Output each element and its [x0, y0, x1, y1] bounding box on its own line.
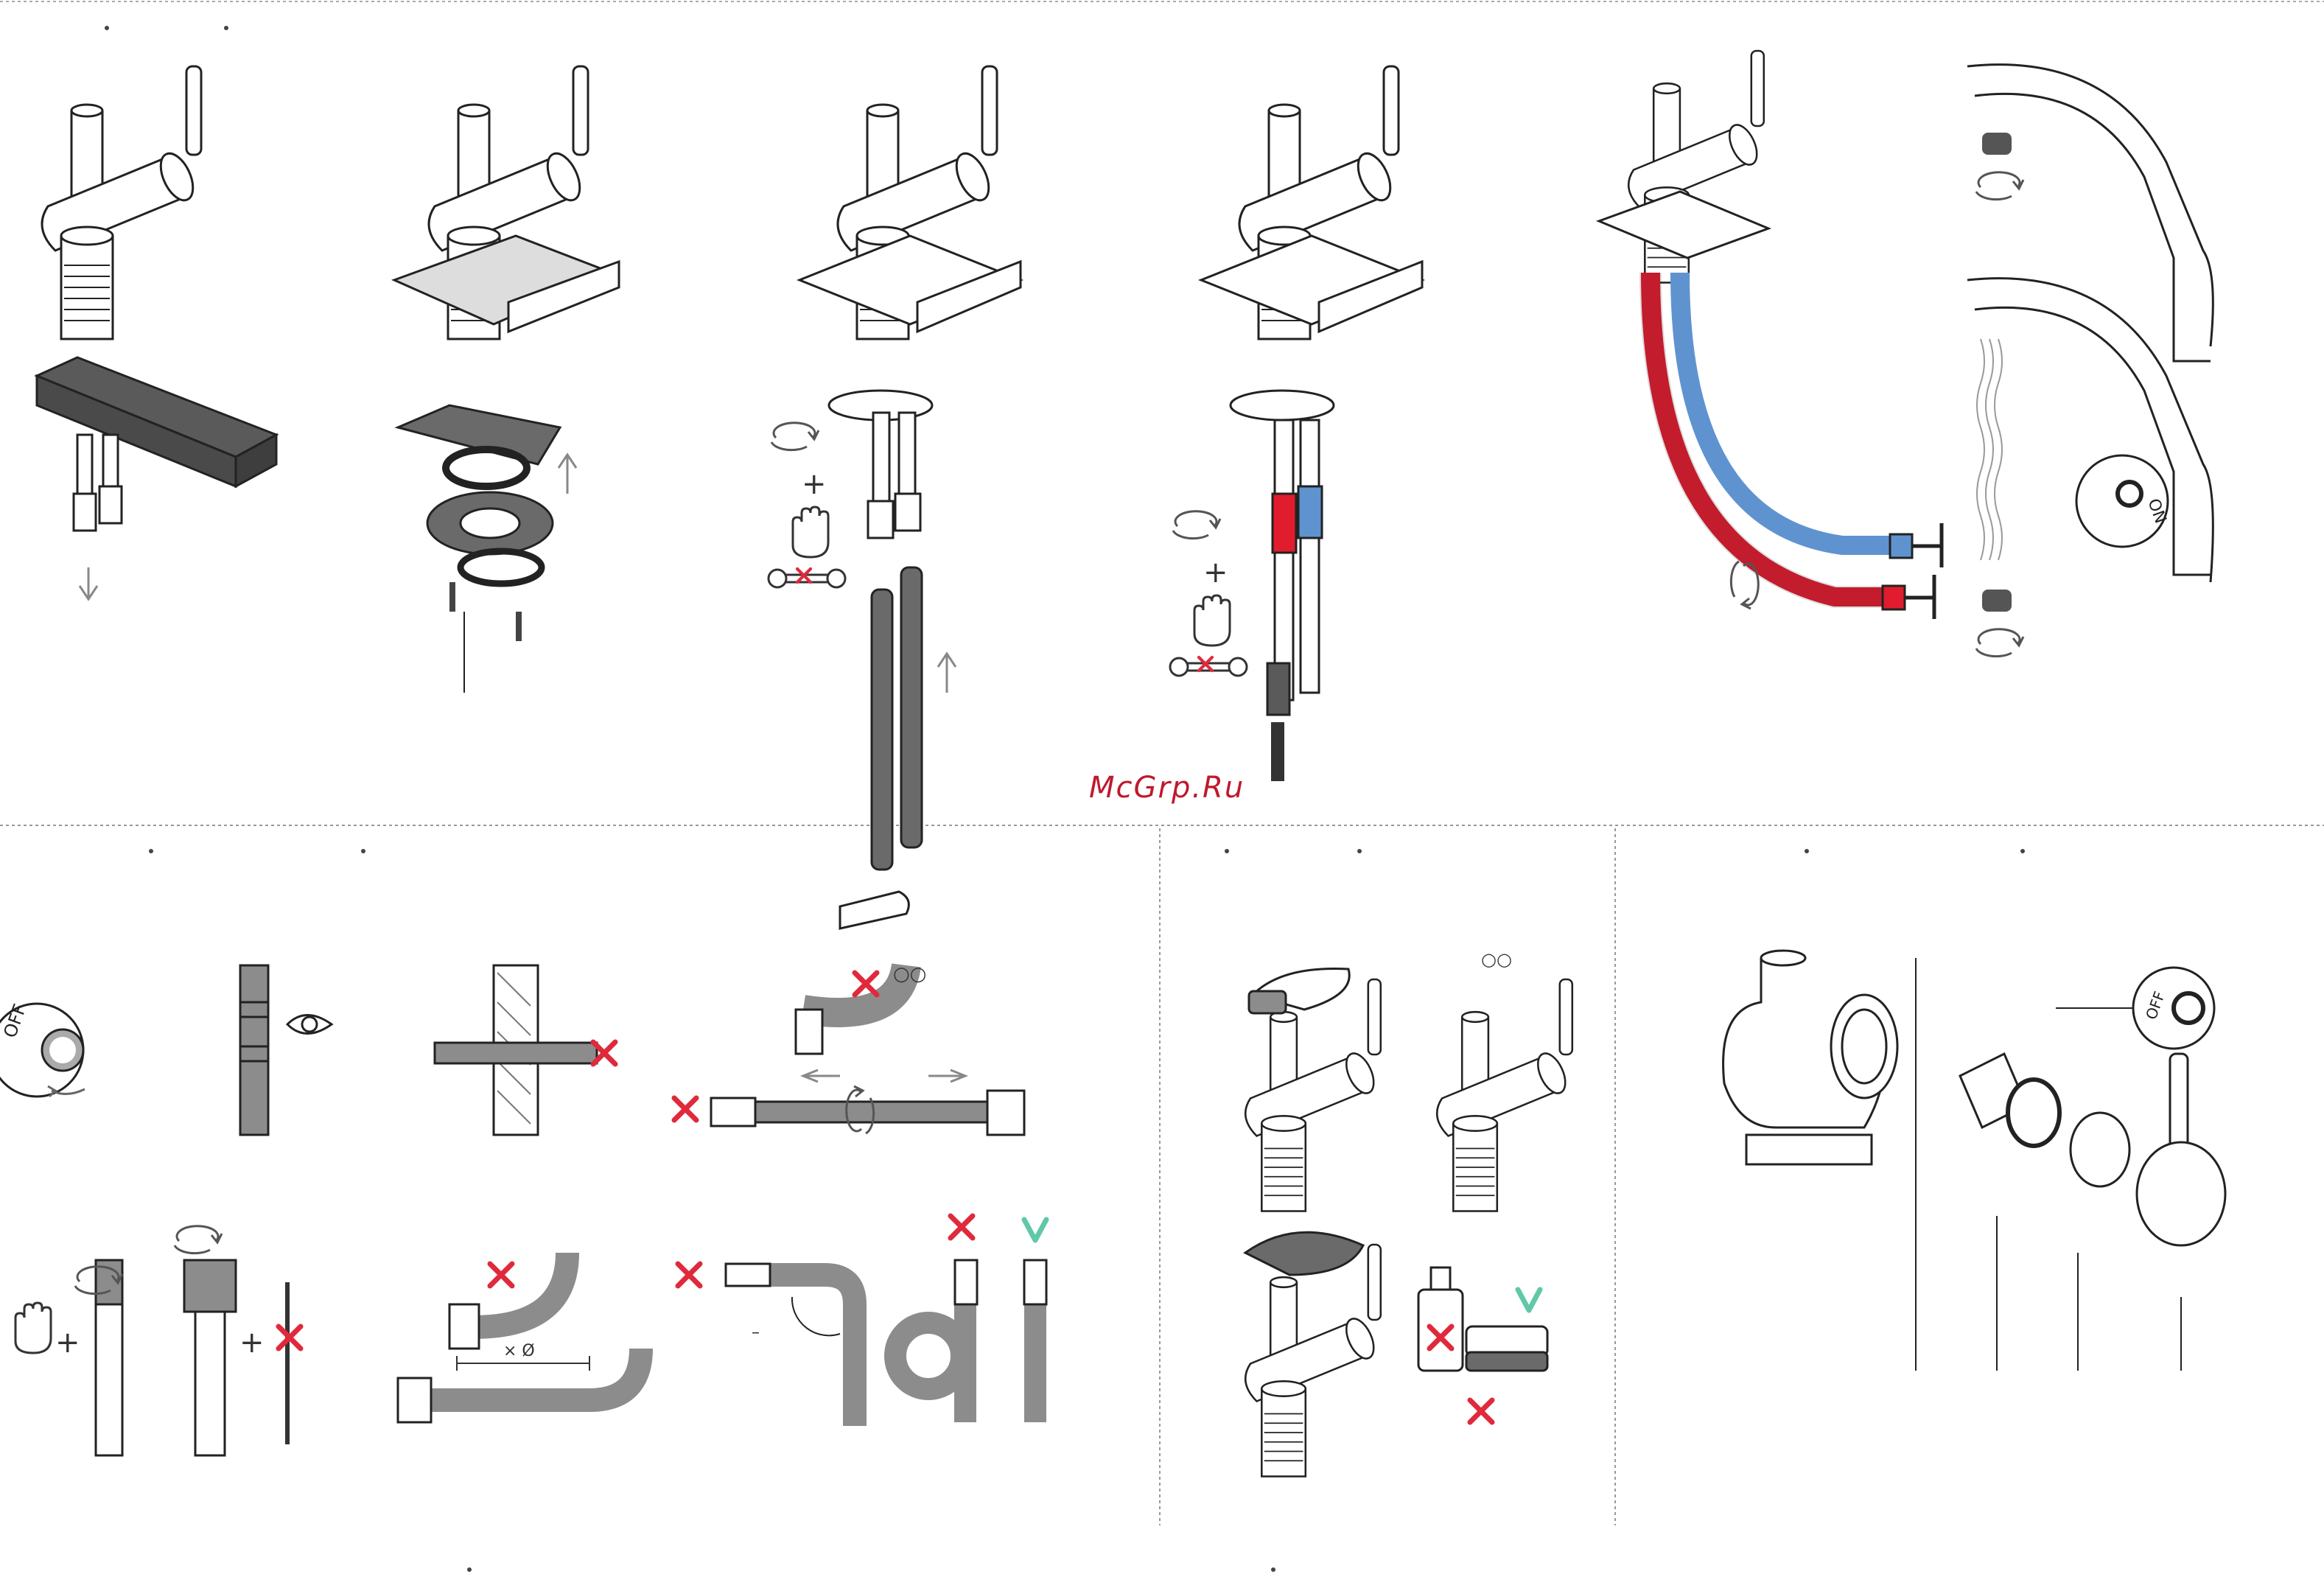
svg-text:○○: ○○: [893, 963, 926, 985]
wall-hose-illustration: [435, 965, 615, 1135]
minus-label: –: [752, 1324, 760, 1342]
svg-text:○○: ○○: [1481, 949, 1512, 970]
sponge-icon: [1466, 1290, 1547, 1371]
hose-inspect-illustration: [240, 965, 332, 1135]
hand-tighten-illustration: + +: [15, 1226, 301, 1455]
step3-hoses-illustration: +: [769, 66, 1021, 870]
step2-gasket-illustration: [394, 66, 619, 693]
cleaning-illustrations: ○○: [1245, 949, 1572, 1477]
hose-bend-diameter-illustration: × Ø: [398, 1253, 641, 1422]
hose-heat-twist-illustration: ○○: [674, 892, 1024, 1135]
step6-aerator-illustration: ON: [1967, 65, 2213, 657]
step4-hot-cold-illustration: +: [1170, 66, 1422, 781]
watermark: McGrp.Ru: [1089, 771, 1245, 805]
step5-valves-illustration: [1599, 51, 1942, 619]
svg-text:+: +: [55, 1326, 80, 1360]
off-knob-icon: OFF: [0, 1001, 85, 1097]
step-dots: [105, 26, 2025, 1572]
svg-text:+: +: [239, 1326, 265, 1360]
step1-faucet-illustration: [37, 66, 276, 599]
diameter-label: × Ø: [503, 1342, 535, 1360]
svg-text:+: +: [1203, 556, 1228, 590]
svg-text:+: +: [802, 467, 827, 501]
hose-loop-illustration: –: [678, 1216, 1046, 1426]
bottle-icon: [1418, 1267, 1463, 1371]
cartridge-illustration: OFF: [1723, 951, 2225, 1371]
